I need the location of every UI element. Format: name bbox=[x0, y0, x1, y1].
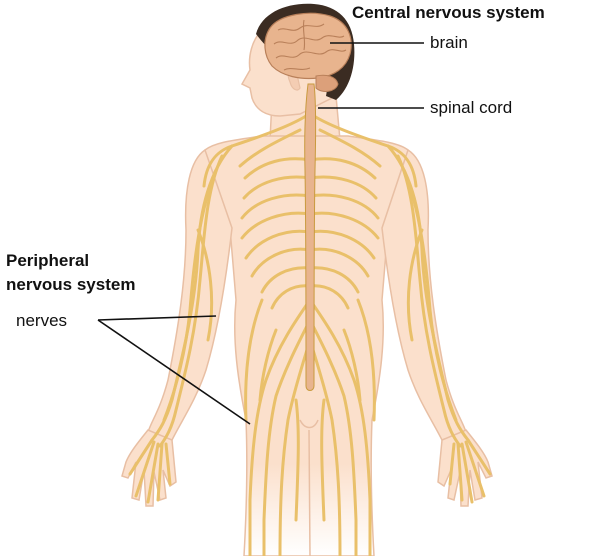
nerves-leader-line-arm bbox=[97, 315, 217, 321]
central-nervous-system-heading: Central nervous system bbox=[352, 3, 545, 22]
nerves-leader-line-leg bbox=[97, 319, 251, 425]
nerves-label: nerves bbox=[16, 311, 68, 330]
head bbox=[240, 3, 355, 117]
brain-label: brain bbox=[430, 33, 468, 52]
spinal-cord-label: spinal cord bbox=[430, 98, 513, 117]
cerebellum bbox=[315, 74, 339, 92]
leader-lines bbox=[97, 42, 424, 425]
buttock-curve bbox=[299, 419, 319, 429]
peripheral-nerves bbox=[128, 114, 492, 556]
spinal-cord bbox=[304, 83, 317, 391]
peripheral-nervous-system-heading-line2: nervous system bbox=[6, 275, 136, 294]
brain-folds bbox=[273, 19, 347, 71]
right-arm bbox=[381, 148, 467, 441]
peripheral-nervous-system-heading-line1: Peripheral bbox=[6, 251, 90, 270]
leg-divide bbox=[308, 429, 311, 556]
